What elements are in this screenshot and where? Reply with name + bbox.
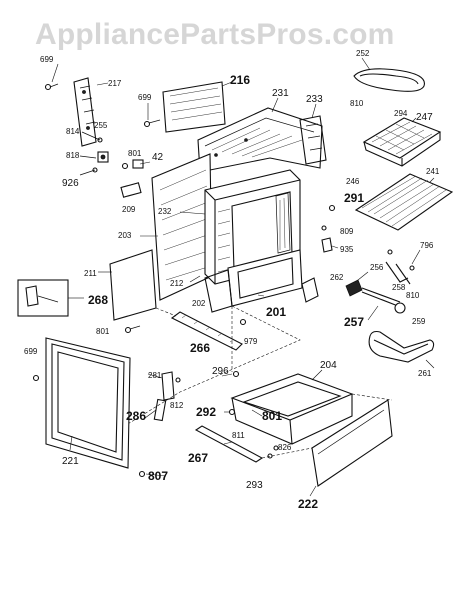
- label-261: 261: [418, 369, 432, 378]
- label-807: 807: [148, 469, 168, 483]
- broil-pan-247: [362, 117, 442, 167]
- label-801a: 801: [128, 149, 142, 158]
- part-233: [299, 115, 327, 165]
- label-699a: 699: [40, 55, 54, 64]
- part-216: [162, 81, 226, 133]
- label-291: 291: [344, 191, 364, 205]
- part-labels: 699 217 216 699 231 233 252 810 294 247 …: [24, 49, 440, 511]
- part-796: [385, 249, 415, 285]
- screw-807: [138, 470, 146, 478]
- label-811: 811: [232, 431, 245, 440]
- label-699c: 699: [24, 347, 38, 356]
- label-814: 814: [66, 127, 80, 136]
- screw-699a: [44, 83, 59, 91]
- label-216: 216: [230, 73, 250, 87]
- label-810a: 810: [350, 99, 364, 108]
- label-42: 42: [152, 152, 164, 163]
- label-266: 266: [190, 341, 210, 355]
- label-204: 204: [320, 360, 337, 371]
- label-257: 257: [344, 315, 364, 329]
- label-232: 232: [158, 207, 172, 216]
- screw-699b: [143, 119, 161, 128]
- label-247: 247: [416, 112, 433, 123]
- part-217: [73, 77, 97, 147]
- label-935: 935: [340, 245, 354, 254]
- label-201: 201: [266, 305, 286, 319]
- label-256: 256: [370, 263, 384, 272]
- label-241: 241: [426, 167, 440, 176]
- label-203: 203: [118, 231, 132, 240]
- label-233: 233: [306, 94, 323, 105]
- label-812: 812: [170, 401, 184, 410]
- part-979: [239, 318, 247, 326]
- label-699b: 699: [138, 93, 152, 102]
- label-211: 211: [84, 269, 97, 278]
- part-262: [301, 277, 319, 303]
- label-826: 826: [278, 443, 292, 452]
- parts-809-935: [321, 225, 333, 253]
- side-panel-211: [109, 249, 157, 321]
- label-801b: 801: [96, 327, 110, 336]
- label-202: 202: [192, 299, 206, 308]
- part-292: [228, 408, 236, 416]
- part-296: [232, 370, 240, 378]
- label-212: 212: [170, 279, 184, 288]
- screw-699c: [32, 374, 40, 382]
- label-796: 796: [420, 241, 434, 250]
- screw-801b: [124, 325, 141, 334]
- label-209: 209: [122, 205, 136, 214]
- label-252: 252: [356, 49, 370, 58]
- label-231: 231: [272, 88, 289, 99]
- watermark-text: AppliancePartsPros.com: [35, 18, 395, 51]
- label-926: 926: [62, 178, 79, 189]
- label-267: 267: [188, 451, 208, 465]
- label-286: 286: [126, 409, 146, 423]
- label-255: 255: [94, 121, 108, 130]
- label-221: 221: [62, 456, 79, 467]
- label-809: 809: [340, 227, 354, 236]
- label-262: 262: [330, 273, 344, 282]
- label-246: 246: [346, 177, 360, 186]
- part-291: [328, 204, 336, 212]
- hinge-281: [153, 371, 181, 422]
- igniter-256: [345, 279, 406, 314]
- drawer-front-222: [311, 399, 393, 487]
- inset-268: [17, 279, 69, 317]
- label-259: 259: [412, 317, 426, 326]
- label-979: 979: [244, 337, 258, 346]
- label-801c: 801: [262, 409, 282, 423]
- label-292: 292: [196, 405, 216, 419]
- label-217: 217: [108, 79, 122, 88]
- label-281: 281: [148, 371, 162, 380]
- label-268: 268: [88, 293, 108, 307]
- element-252: [353, 68, 425, 92]
- label-293: 293: [246, 480, 263, 491]
- rail-266: [170, 311, 243, 351]
- label-258: 258: [392, 283, 406, 292]
- label-222: 222: [298, 497, 318, 511]
- oven-door-221: [45, 337, 131, 469]
- bake-element-261: [368, 330, 435, 363]
- label-296: 296: [212, 366, 229, 377]
- label-294: 294: [394, 109, 408, 118]
- label-810b: 810: [406, 291, 420, 300]
- rack-241: [354, 173, 454, 231]
- small-parts-left: [79, 131, 144, 198]
- label-818: 818: [66, 151, 80, 160]
